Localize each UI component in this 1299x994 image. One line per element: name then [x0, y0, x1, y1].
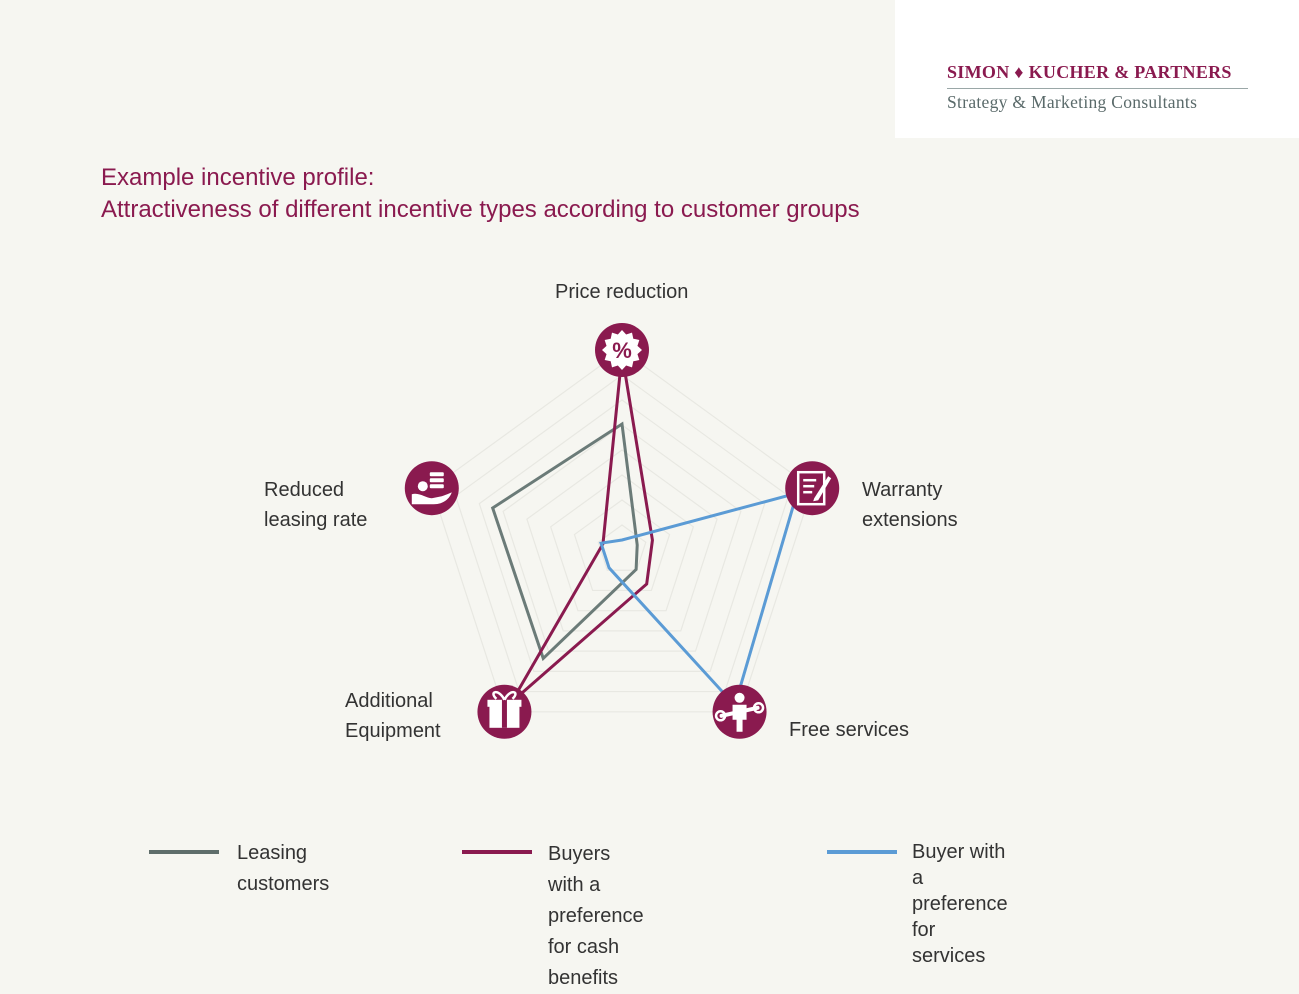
grid-ring [478, 399, 766, 672]
certificate-icon [785, 461, 840, 516]
axis-label-price-reduction: Price reduction [555, 281, 689, 303]
axis-label-warranty-extensions: Warranty extensions [862, 479, 958, 531]
series-line-1 [490, 421, 639, 662]
radar-grid [431, 349, 813, 713]
legend-label-services: Buyer with a preference for services [912, 841, 1008, 967]
legend-label-leasing: Leasing customers [237, 842, 330, 895]
logo-divider [947, 88, 1248, 89]
legend-label-cash: Buyers with a preference for cash benefi… [548, 843, 644, 989]
percent-badge-icon: % [595, 323, 649, 377]
title-line-1: Example incentive profile: [101, 164, 375, 191]
radar-chart: % [404, 323, 840, 739]
legend-swatch-cash [462, 850, 532, 854]
hand-coins-icon [404, 461, 459, 516]
grid-ring [573, 499, 671, 592]
grid-ring [454, 374, 790, 693]
grid-ring [549, 474, 695, 612]
legend-swatch-leasing [149, 850, 219, 854]
series-line-3 [599, 491, 800, 709]
grid-ring [526, 449, 718, 632]
legend-swatch-services [827, 850, 897, 854]
page-title: Example incentive profile: Attractivenes… [101, 162, 860, 226]
radar-series [490, 353, 800, 709]
svg-text:%: % [612, 338, 632, 363]
grid-ring [502, 424, 742, 652]
brand-name: SIMON ♦ KUCHER & PARTNERS [947, 62, 1232, 82]
gift-icon [477, 684, 532, 739]
title-line-2: Attractiveness of different incentive ty… [101, 196, 860, 223]
axis-label-free-services: Free services [789, 719, 910, 741]
brand-tagline: Strategy & Marketing Consultants [947, 92, 1198, 112]
grid-ring [431, 349, 813, 713]
mechanic-wrench-icon [712, 684, 767, 739]
axis-label-reduced-leasing-rate: Reduced leasing rate [264, 479, 368, 531]
series-line-2 [510, 353, 654, 704]
axis-icons: % [404, 323, 840, 739]
axis-label-additional-equipment: Additional Equipment [345, 690, 441, 742]
logo-panel: SIMON ♦ KUCHER & PARTNERS Strategy & Mar… [895, 0, 1299, 138]
